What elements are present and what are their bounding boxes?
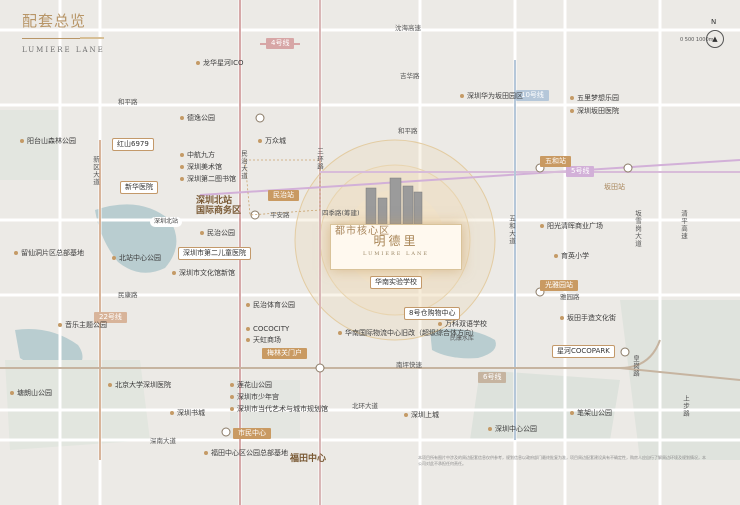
road-yanhu: 沈海高速	[395, 24, 421, 32]
park-area	[5, 360, 150, 450]
poi-mall8[interactable]: 8号仓购物中心	[404, 307, 461, 320]
road-minkang: 民康路	[118, 291, 138, 299]
poi-minzhi-park[interactable]: 民治公园	[200, 230, 235, 237]
metro-line-6-badge: 6号线	[478, 372, 507, 383]
poi-shenzhen-park[interactable]: 深圳中心公园	[488, 426, 537, 433]
station-markers	[221, 113, 633, 437]
road-beihuan: 北环大道	[352, 402, 378, 410]
road-sanxiang: 三环路	[315, 148, 324, 171]
metro-line-10-badge: 10号线	[516, 90, 549, 101]
road-xinqu: 新区大道	[91, 156, 100, 186]
poi-wanzhong[interactable]: 万众城	[258, 138, 286, 145]
park-area	[470, 370, 620, 440]
poi-xinhua-hospital[interactable]: 新华医院	[120, 181, 158, 194]
poi-logistics[interactable]: 华南国际物流中心旧改（超级综合体方向）	[338, 330, 478, 337]
poi-fumin[interactable]: 深圳上城	[404, 412, 439, 419]
poi-pku-hospital[interactable]: 北京大学深圳医院	[108, 382, 171, 389]
poi-youth-palace[interactable]: 深圳市少年宫	[230, 394, 279, 401]
road-heping-2: 和平路	[398, 127, 418, 135]
poi-library[interactable]: 深圳第二图书馆	[180, 176, 236, 183]
station-wuhe[interactable]: 五和站	[540, 156, 571, 167]
poi-bookcity[interactable]: 深圳书城	[170, 410, 205, 417]
road-huangang: 皇岗路	[631, 355, 640, 378]
poi-beizhan-park[interactable]: 北站中心公园	[112, 255, 161, 262]
road-shangbu: 上步路	[681, 395, 690, 418]
park-area	[0, 110, 60, 180]
poi-xinghe-cocopark[interactable]: 星河COCOPARK	[552, 345, 615, 358]
water-area	[430, 328, 496, 359]
metro-line-4-badge: 4号线	[266, 38, 295, 49]
project-card[interactable]: 明德里 LUMIERE LANE	[330, 224, 462, 270]
poi-longhua-ico[interactable]: 龙华星河ICO	[196, 60, 243, 67]
compass-icon: ▲	[706, 30, 724, 48]
compass-north-label: N	[711, 18, 717, 26]
water-area	[95, 204, 177, 273]
poi-music-park[interactable]: 音乐主题公园	[58, 322, 107, 329]
metro-line-22-badge: 22号线	[94, 312, 127, 323]
road-sijiao: 四季路(筹建)	[322, 209, 360, 217]
poi-wanda[interactable]: 中航九方	[180, 152, 215, 159]
poi-bijia[interactable]: 笔架山公园	[570, 410, 612, 417]
poi-sports-park[interactable]: 民治体育公园	[246, 302, 295, 309]
road-shennan: 深南大道	[150, 437, 176, 445]
scale-bar: 0 500 1000m	[680, 37, 714, 43]
page-title: 配套总览	[22, 12, 87, 30]
project-name-en: LUMIERE LANE	[363, 251, 429, 257]
shenzhen-north-train-label: 深圳北站	[150, 217, 183, 227]
poi-hongshan[interactable]: 红山6979	[112, 138, 154, 151]
road-pingan: 平安路	[270, 211, 290, 219]
poi-wuli-park[interactable]: 五里梦想乐园	[570, 95, 619, 102]
road-qinglong: 清平高速	[679, 210, 688, 240]
poi-wanke-school[interactable]: 万科双语学校	[438, 321, 487, 328]
road-jihua: 吉华路	[400, 72, 420, 80]
poi-dehua-park[interactable]: 德逸公园	[180, 115, 215, 122]
road-yabao: 雅园路	[560, 293, 580, 301]
poi-tanghou[interactable]: 塘朗山公园	[10, 390, 52, 397]
poi-museum[interactable]: 深圳市当代艺术与城市规划馆	[230, 406, 328, 413]
poi-yinghu-base[interactable]: 留仙洞片区总部基地	[14, 250, 84, 257]
poi-yangtai[interactable]: 阳台山森林公园	[20, 138, 76, 145]
futian-center-label: 福田中心	[290, 454, 327, 464]
shenzhen-north-label: 深圳北站国际商务区	[196, 196, 242, 217]
title-divider	[22, 38, 80, 39]
poi-yangguang-mall[interactable]: 阳光清晖商业广场	[540, 223, 603, 230]
station-guangya[interactable]: 光雅园站	[540, 280, 578, 291]
station-minzhi[interactable]: 民治站	[268, 190, 299, 201]
road-nanping: 南坪快速	[396, 361, 422, 369]
road-minzhi-ave: 民治大道	[239, 150, 248, 180]
title-divider-accent	[80, 37, 104, 39]
station-meilin-pass[interactable]: 梅林关门户	[262, 348, 307, 359]
core-area-label: 都市核心区	[335, 226, 390, 237]
park-area	[620, 300, 740, 460]
road-bantian-ave: 坂雪岗大道	[633, 210, 642, 248]
poi-culture-center[interactable]: 深圳市文化馆新馆	[172, 270, 235, 277]
station-civic-center[interactable]: 市民中心	[233, 428, 271, 439]
poi-children-hospital[interactable]: 深圳市第二儿童医院	[178, 247, 251, 260]
poi-lianhua[interactable]: 莲花山公园	[230, 382, 272, 389]
poi-minkang-reservoir: 民康水库	[450, 335, 475, 342]
poi-huanan-school[interactable]: 华南实验学校	[370, 276, 422, 289]
road-wuhe-ave: 五和大道	[507, 215, 516, 245]
disclaimer-text: 本项目所有图片中涉及的周边配套信息仅供参考，规划信息以政府部门最终批复为准，项目…	[418, 455, 706, 466]
poi-bantian-hospital[interactable]: 深圳坂田医院	[570, 108, 619, 115]
metro-line-5-badge: 5号线	[566, 166, 595, 177]
poi-cococity[interactable]: COCOCITY	[246, 326, 289, 333]
project-name: 明德里	[373, 234, 419, 248]
poi-bantian-culture[interactable]: 坂田手造文化街	[560, 315, 616, 322]
station-bantian[interactable]: 坂田站	[604, 183, 625, 191]
poi-art-museum[interactable]: 深圳美术馆	[180, 164, 222, 171]
poi-futian-park[interactable]: 福田中心区公园总部基地	[204, 450, 288, 457]
road-heping: 和平路	[118, 98, 138, 106]
page-subtitle: LUMIERE LANE	[22, 46, 105, 54]
poi-huawei[interactable]: 深圳华为坂田园区	[460, 93, 523, 100]
poi-yuying-school[interactable]: 育英小学	[554, 253, 589, 260]
poi-tianhong[interactable]: 天虹商场	[246, 337, 281, 344]
